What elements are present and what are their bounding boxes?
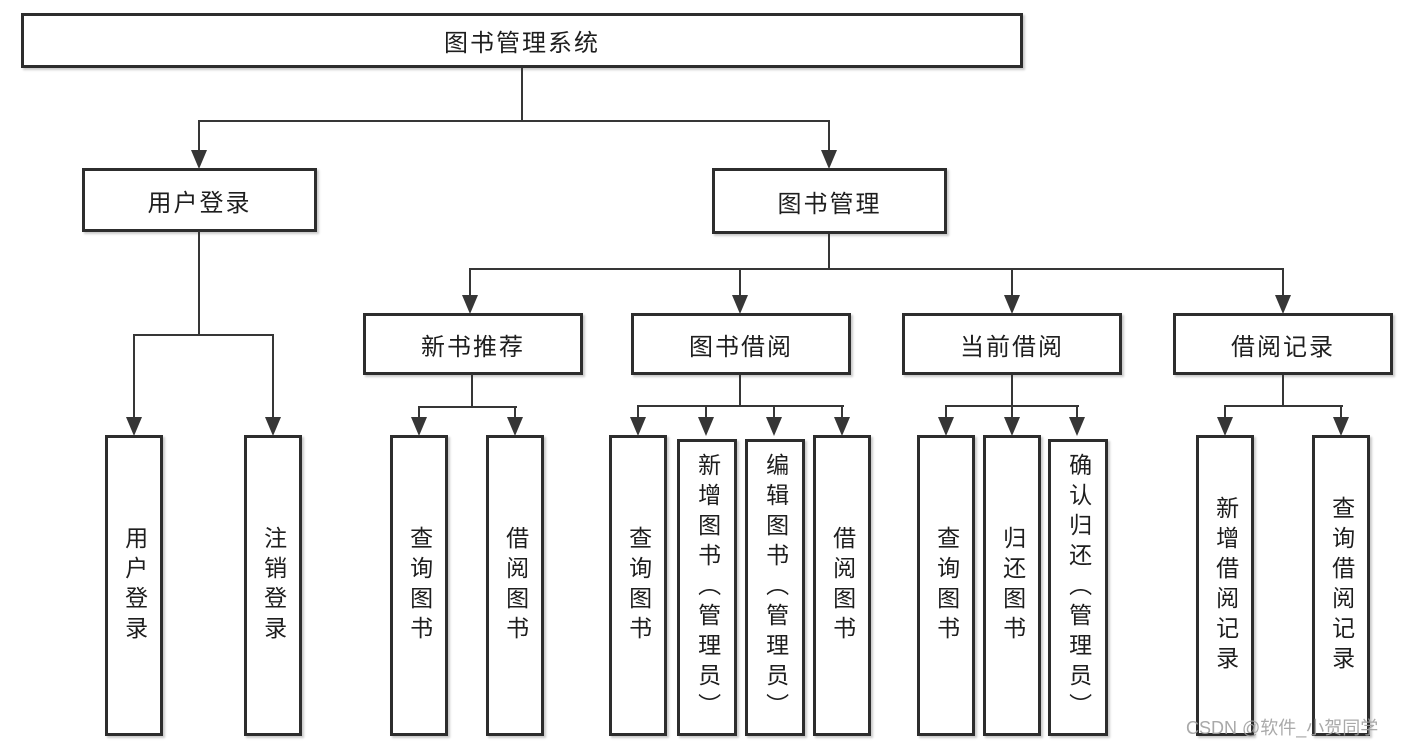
connector-vline (521, 68, 523, 122)
node-leaf-bb-add-books-admin: 新增图书（管理员） (677, 439, 737, 736)
node-label: 新增借阅记录 (1212, 495, 1239, 676)
connector-hline (418, 406, 517, 408)
connector-vline (133, 334, 135, 418)
connector-vline (1224, 405, 1226, 419)
connector-vline (1011, 405, 1013, 419)
node-leaf-nb-query-books: 查询图书 (390, 435, 448, 736)
node-label: 查询借阅记录 (1328, 495, 1355, 676)
connector-hline (637, 405, 844, 407)
node-label: 当前借阅 (960, 333, 1064, 361)
arrow-down-icon (462, 295, 478, 314)
node-label: 编辑图书（管理员） (762, 452, 789, 723)
node-label: 借阅图书 (829, 525, 856, 646)
node-leaf-user-login: 用户登录 (105, 435, 163, 736)
node-label: 归还图书 (999, 525, 1026, 646)
arrow-down-icon (265, 417, 281, 436)
arrow-down-icon (126, 417, 142, 436)
node-label: 用户登录 (147, 189, 252, 217)
connector-vline (828, 234, 830, 270)
arrow-down-icon (507, 417, 523, 436)
arrow-down-icon (698, 417, 714, 436)
arrow-down-icon (1217, 417, 1233, 436)
node-label: 新增图书（管理员） (694, 452, 721, 723)
arrow-down-icon (766, 417, 782, 436)
connector-vline (705, 405, 707, 419)
connector-vline (198, 231, 200, 336)
node-leaf-cb-query-books: 查询图书 (917, 435, 975, 736)
arrow-down-icon (1069, 417, 1085, 436)
node-new-book-recommend: 新书推荐 (363, 313, 583, 375)
node-leaf-logout: 注销登录 (244, 435, 302, 736)
node-leaf-bb-edit-books-admin: 编辑图书（管理员） (745, 439, 805, 736)
connector-vline (1076, 405, 1078, 419)
node-book-borrowing: 图书借阅 (631, 313, 851, 375)
connector-vline (637, 405, 639, 419)
connector-vline (1282, 268, 1284, 297)
arrow-down-icon (630, 417, 646, 436)
arrow-down-icon (191, 150, 207, 169)
connector-vline (1011, 375, 1013, 407)
connector-hline (469, 268, 1284, 270)
connector-vline (272, 334, 274, 418)
connector-vline (773, 405, 775, 419)
node-user-login: 用户登录 (82, 168, 317, 232)
arrow-down-icon (732, 295, 748, 314)
connector-vline (1340, 405, 1342, 419)
node-leaf-cb-confirm-return-admin: 确认归还（管理员） (1048, 439, 1108, 736)
node-current-borrowing: 当前借阅 (902, 313, 1122, 375)
arrow-down-icon (411, 417, 427, 436)
node-book-management: 图书管理 (712, 168, 947, 234)
node-leaf-nb-borrow-books: 借阅图书 (486, 435, 544, 736)
node-label: 图书管理系统 (444, 30, 600, 57)
node-leaf-br-add-record: 新增借阅记录 (1196, 435, 1254, 736)
node-label: 图书管理 (777, 190, 882, 218)
node-label: 用户登录 (121, 525, 148, 646)
node-leaf-bb-borrow-books: 借阅图书 (813, 435, 871, 736)
node-leaf-br-query-record: 查询借阅记录 (1312, 435, 1370, 736)
node-label: 借阅记录 (1231, 333, 1335, 361)
node-label: 查询图书 (933, 525, 960, 646)
node-borrowing-records: 借阅记录 (1173, 313, 1393, 375)
arrow-down-icon (1275, 295, 1291, 314)
connector-vline (1282, 375, 1284, 407)
node-label: 新书推荐 (421, 333, 525, 361)
connector-hline (198, 120, 830, 122)
node-library-system: 图书管理系统 (21, 13, 1023, 68)
connector-vline (418, 406, 420, 419)
arrow-down-icon (1004, 295, 1020, 314)
node-label: 查询图书 (625, 525, 652, 646)
node-label: 借阅图书 (502, 525, 529, 646)
connector-vline (739, 268, 741, 297)
connector-vline (841, 405, 843, 419)
connector-vline (1011, 268, 1013, 297)
node-leaf-bb-query-books: 查询图书 (609, 435, 667, 736)
connector-hline (1224, 405, 1343, 407)
connector-vline (514, 406, 516, 419)
watermark: CSDN @软件_小贺同学 (1186, 718, 1379, 738)
connector-vline (198, 120, 200, 151)
connector-vline (739, 375, 741, 407)
connector-vline (828, 120, 830, 151)
arrow-down-icon (1004, 417, 1020, 436)
arrow-down-icon (1333, 417, 1349, 436)
connector-hline (133, 334, 274, 336)
arrow-down-icon (938, 417, 954, 436)
node-label: 查询图书 (406, 525, 433, 646)
node-label: 注销登录 (260, 525, 287, 646)
node-label: 图书借阅 (689, 333, 793, 361)
connector-vline (471, 374, 473, 408)
arrow-down-icon (834, 417, 850, 436)
connector-vline (945, 405, 947, 419)
connector-vline (469, 268, 471, 297)
arrow-down-icon (821, 150, 837, 169)
node-label: 确认归还（管理员） (1065, 452, 1092, 723)
node-leaf-cb-return-books: 归还图书 (983, 435, 1041, 736)
